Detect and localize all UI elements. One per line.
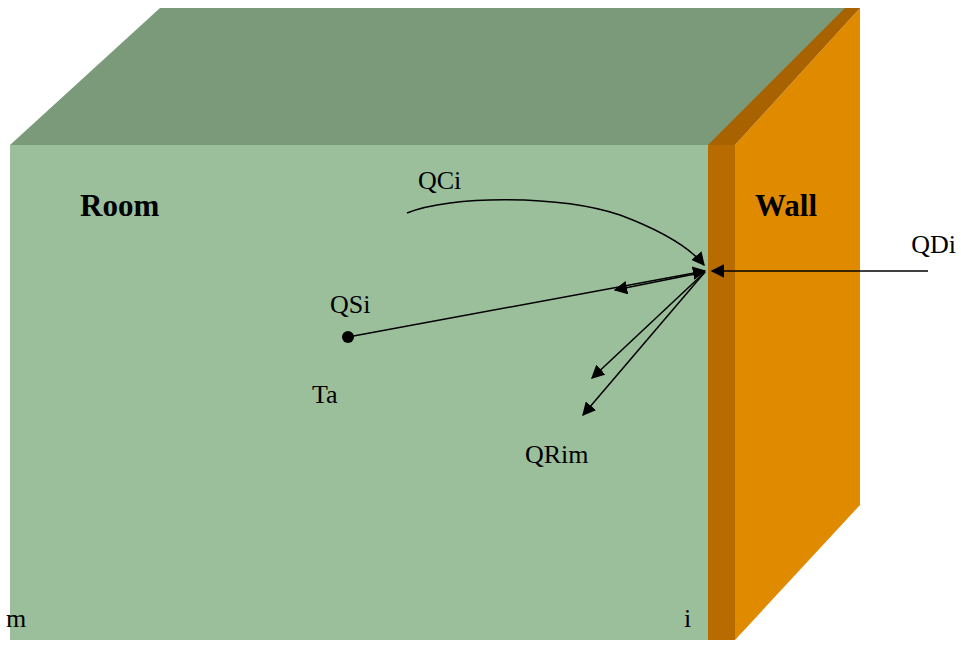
room-region: Room xyxy=(10,145,708,640)
symbol-label: QSi xyxy=(330,292,370,318)
region-heading: Wall xyxy=(755,190,817,221)
symbol-label: QDi xyxy=(911,232,956,258)
solar-arrow xyxy=(348,271,705,337)
symbol-label: m xyxy=(6,606,26,632)
region-heading: Room xyxy=(80,190,159,221)
radiation-arrow xyxy=(583,272,705,415)
symbol-label: i xyxy=(684,606,691,632)
conduction-arrow xyxy=(712,270,928,272)
wall-front-edge xyxy=(708,145,735,640)
convection-arc xyxy=(407,200,704,265)
symbol-label: Ta xyxy=(312,382,338,408)
wall-region: Wall xyxy=(737,145,860,640)
symbol-label: QRim xyxy=(525,442,589,468)
room-front-face xyxy=(10,145,710,640)
symbol-label: QCi xyxy=(418,168,461,194)
room-top-face xyxy=(10,8,860,145)
wall-top-edge xyxy=(708,8,860,145)
radiation-arrow xyxy=(592,272,705,378)
